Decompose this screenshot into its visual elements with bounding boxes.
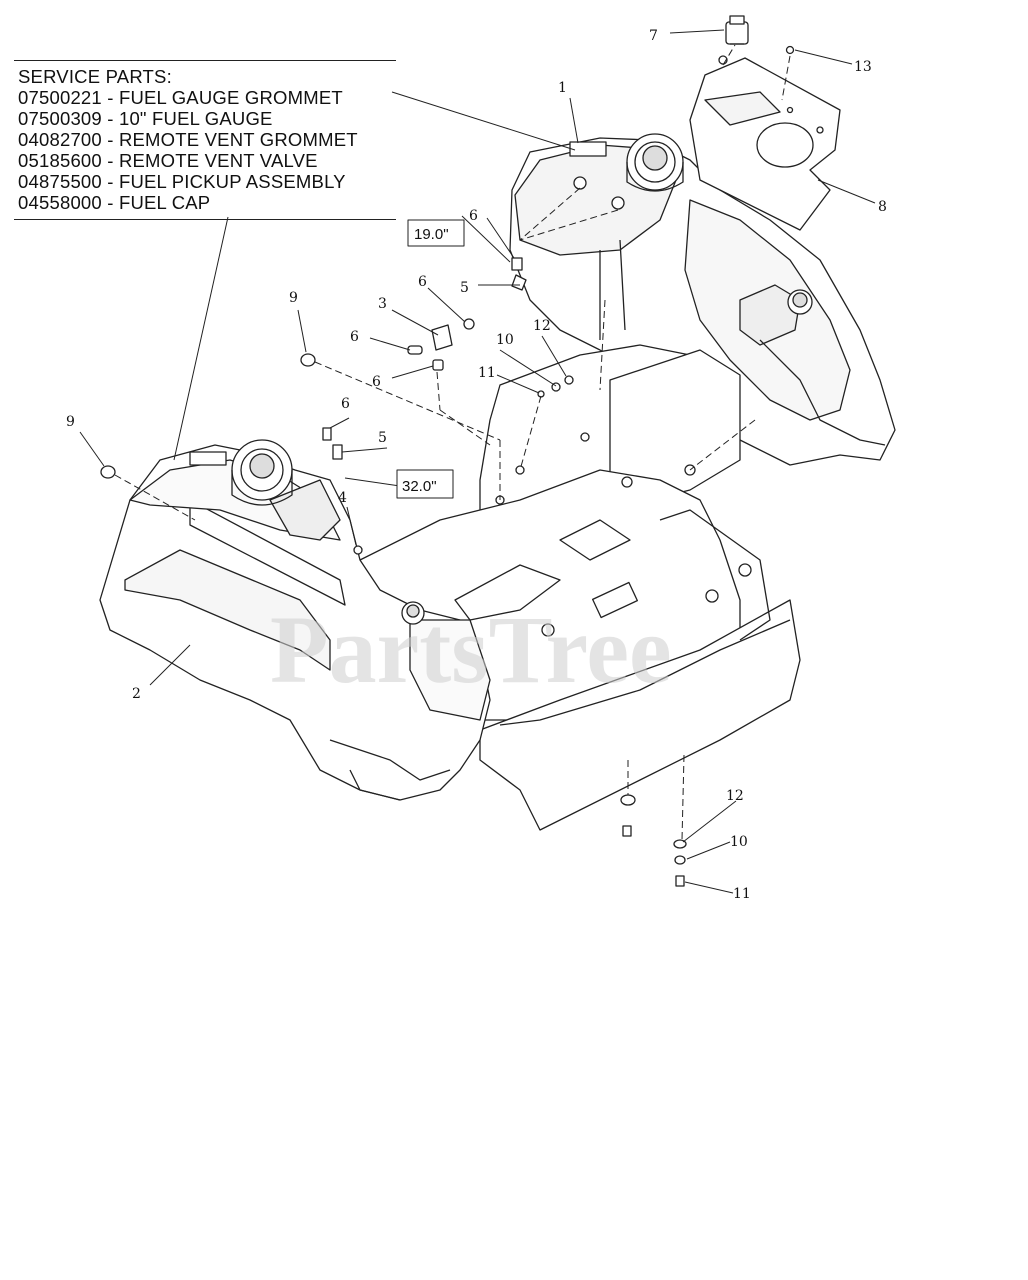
right-fuel-tank [509, 133, 896, 466]
callout-number: 3 [378, 296, 387, 312]
left-fuel-tank [99, 439, 491, 801]
callout-number: 1 [558, 80, 567, 96]
hose [511, 274, 527, 291]
callout-number: 12 [533, 318, 551, 334]
service-part-item: 07500221 - FUEL GAUGE GROMMET [18, 87, 343, 108]
hose [432, 359, 444, 371]
grommet [100, 465, 116, 479]
hose-fitting [407, 345, 423, 355]
callout-number: 5 [460, 280, 469, 296]
callout-number: 5 [378, 430, 387, 446]
callout-number: 13 [854, 59, 872, 75]
hose [332, 444, 343, 460]
vent-valve [431, 324, 453, 351]
washer [564, 375, 574, 385]
service-part-item: 04558000 - FUEL CAP [18, 192, 211, 213]
service-part-item: 04082700 - REMOTE VENT GROMMET [18, 129, 358, 150]
lock-washer [674, 855, 686, 865]
callout-number: 6 [418, 274, 427, 290]
hose [511, 257, 523, 271]
service-parts-heading: SERVICE PARTS: [18, 66, 172, 87]
dimension-label: 19.0" [414, 226, 449, 243]
callout-number: 2 [132, 686, 141, 702]
bolt [675, 875, 685, 887]
service-part-item: 07500309 - 10" FUEL GAUGE [18, 108, 273, 129]
washer [620, 794, 636, 806]
callout-number: 6 [341, 396, 350, 412]
service-part-item: 04875500 - FUEL PICKUP ASSEMBLY [18, 171, 346, 192]
service-part-item: 05185600 - REMOTE VENT VALVE [18, 150, 318, 171]
watermark-text: PartsTree [270, 596, 672, 703]
leader-lines [79, 29, 876, 894]
assembly-lines [114, 44, 791, 841]
callout-number: 10 [496, 332, 514, 348]
screw [785, 45, 795, 55]
callout-number: 10 [730, 834, 748, 850]
callout-number: 6 [350, 329, 359, 345]
dimension-label: 32.0" [402, 478, 437, 495]
heat-shield-panel [689, 57, 841, 231]
callout-number: 7 [649, 28, 658, 44]
dimension-box [396, 469, 454, 499]
callout-number: 12 [726, 788, 744, 804]
service-parts-list: SERVICE PARTS: 07500221 - FUEL GAUGE GRO… [14, 60, 396, 220]
callout-number: 6 [469, 208, 478, 224]
bolt [622, 825, 632, 837]
callout-number: 11 [733, 886, 751, 902]
callout-number: 8 [878, 199, 887, 215]
callout-number: 9 [66, 414, 75, 430]
dimension-box [407, 219, 465, 247]
callout-number: 6 [372, 374, 381, 390]
callout-number: 11 [478, 365, 496, 381]
grommet [353, 545, 363, 555]
callout-number: 9 [289, 290, 298, 306]
fuel-gauge [725, 15, 749, 45]
grommet [463, 318, 475, 330]
callout-number: 4 [338, 490, 347, 506]
hose [322, 427, 332, 441]
grommet [300, 353, 316, 367]
